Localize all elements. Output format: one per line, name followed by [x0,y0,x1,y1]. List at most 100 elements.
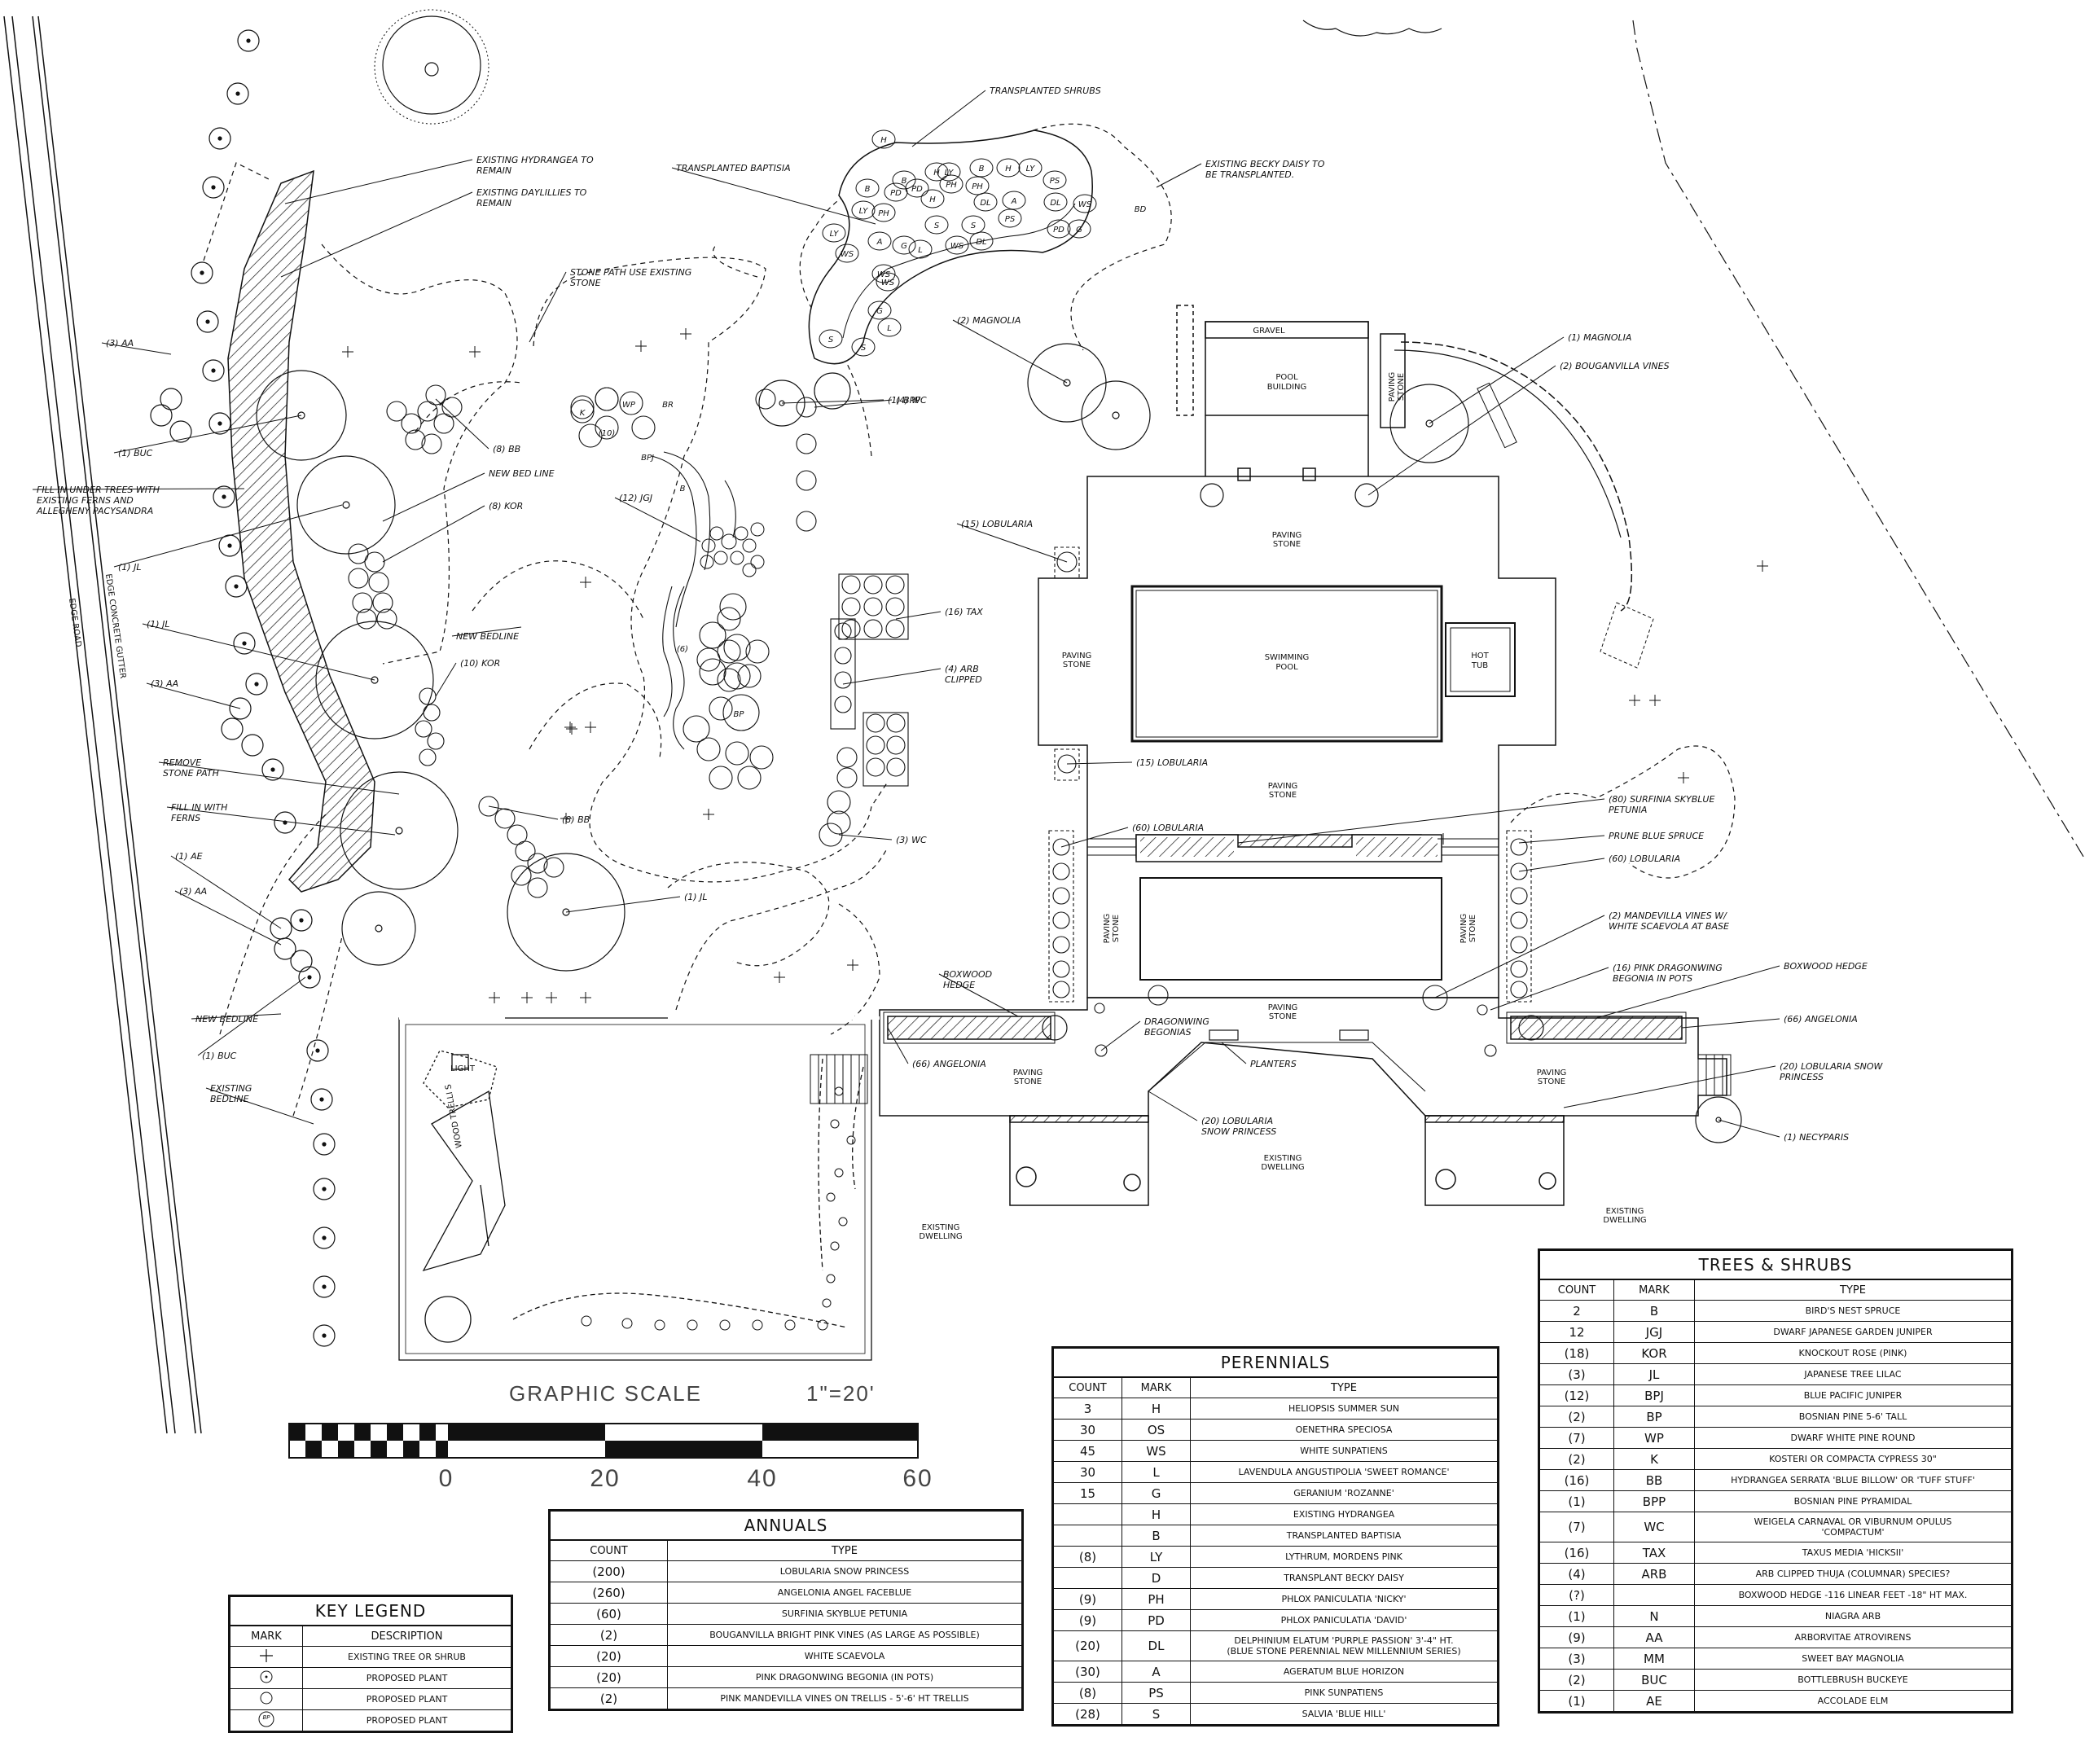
dot-circle-icon [258,1669,274,1687]
annuals-table: ANNUALS COUNT TYPE (200)LOBULARIA SNOW P… [548,1509,1024,1711]
leader-line-jgj [614,497,701,542]
trees-count-cell: (16) [1539,1469,1614,1491]
callout-jl2: (1) JL [147,619,169,630]
callout-aa1: (3) AA [106,338,134,349]
callout-newbed2: NEW BEDLINE [456,631,519,642]
perennials-title: PERENNIALS [1053,1348,1498,1378]
bed-mark: B [902,177,907,186]
trees-mark-cell: AA [1613,1626,1695,1648]
lower-pool-rect [1139,877,1442,981]
leader-line-hydrangea [284,159,473,204]
trees-header-count: COUNT [1539,1279,1614,1301]
bed-mark-outline [892,235,916,255]
bed-mark: PD [911,185,923,194]
bed-mark-outline [905,178,929,198]
plant-mark-bp: BP [734,710,745,719]
trees-type-cell: BOSNIAN PINE PYRAMIDAL [1694,1490,2012,1512]
perennials-mark-cell: OS [1122,1419,1191,1441]
bed-mark: WS [841,250,854,259]
callout-ae: (1) AE [175,851,203,862]
hatched-bed-left [887,1016,1051,1040]
bed-mark: H [1005,165,1012,173]
paving-stone-vert-1: PAVINGSTONE [1103,914,1121,944]
annuals-row: (2)PINK MANDEVILLA VINES ON TRELLIS - 5'… [550,1687,1022,1709]
trees-count-cell: (16) [1539,1542,1614,1564]
trees-header-mark: MARK [1613,1279,1695,1301]
bed-mark-outline [961,215,985,235]
leader-line-mandevilla [1434,915,1605,998]
trees-type-cell: BOTTLEBRUSH BUCKEYE [1694,1669,2012,1691]
trees-type-cell: ACCOLADE ELM [1694,1690,2012,1712]
plant-mark-bpj: BPJ [641,454,654,463]
callout-transbap: TRANSPLANTED BAPTISIA [676,163,791,173]
perennials-type-cell: TRANSPLANTED BAPTISIA [1190,1525,1498,1547]
callout-bb2: (8) BB [562,814,590,825]
bed-mark: L [887,324,892,333]
gravel-label: GRAVEL [1253,327,1285,336]
trees-mark-cell: ARB [1613,1563,1695,1585]
leader-line-bb1 [435,398,489,450]
trees-type-cell: BOSNIAN PINE 5-6' TALL [1694,1406,2012,1428]
bed-mark-outline [998,208,1022,228]
trees-mark-cell: AE [1613,1690,1695,1712]
trees-shrubs-title: TREES & SHRUBS [1539,1250,2012,1280]
leader-line-jl3 [565,896,681,913]
trees-mark-cell: JL [1613,1363,1695,1385]
bed-mark-outline [996,158,1021,178]
annuals-type-cell: PINK DRAGONWING BEGONIA (IN POTS) [667,1666,1022,1688]
perennials-type-cell: EXISTING HYDRANGEA [1190,1503,1498,1525]
leader-line-necy [1718,1119,1780,1138]
annuals-header-count: COUNT [550,1539,668,1561]
leader-line-tax [895,611,942,620]
annuals-header-type: TYPE [667,1539,1022,1561]
bed-mark: PH [946,181,957,190]
bed-mark: WS [881,279,895,287]
perennials-count-cell: (20) [1053,1630,1122,1661]
bed-mark: DL [1050,199,1060,208]
perennials-header-mark: MARK [1122,1376,1191,1398]
callout-mag1: (1) MAGNOLIA [1568,332,1631,343]
callout-lob60b: (60) LOBULARIA [1609,853,1680,864]
edge-road [3,15,202,1434]
plant-mark-k: K [580,409,586,418]
hot-tub [1445,622,1516,697]
perennials-mark-cell: S [1122,1703,1191,1725]
perennials-mark-cell: WS [1122,1440,1191,1462]
bed-mark: PS [1050,177,1060,186]
callout-newbedline: NEW BED LINE [489,468,555,479]
tree-column-left [150,29,336,1347]
bed-mark-outline [1018,158,1042,178]
legend-mark-cell [230,1667,303,1689]
leader-line-existbed [205,1087,314,1125]
bed-mark-outline [851,337,876,357]
leader-line-bb2 [488,805,559,820]
trees-type-cell: DWARF JAPANESE GARDEN JUNIPER [1694,1321,2012,1343]
perennials-count-cell: (9) [1053,1609,1122,1631]
leader-line-lob15b [1066,761,1133,765]
trees-type-cell: ARB CLIPPED THUJA (COLUMNAR) SPECIES? [1694,1563,2012,1585]
canopy-trees [256,15,1742,1143]
bed-mark-outline [819,329,843,349]
callout-jgj: (12) JGJ [619,493,652,503]
leader-line-surfinia [1237,798,1605,844]
paving-stone-vert-2: PAVINGSTONE [1460,914,1477,944]
perennials-header-type: TYPE [1190,1376,1498,1398]
perennials-count-cell: 15 [1053,1482,1122,1504]
callout-bb1: (8) BB [493,444,520,454]
leader-line-boxhedge2 [1596,965,1780,1019]
perennials-count-cell: 3 [1053,1398,1122,1420]
trees-count-cell: (1) [1539,1605,1614,1627]
callout-mag2: (2) MAGNOLIA [957,315,1021,326]
perennials-count-cell: 45 [1053,1440,1122,1462]
bed-mark: LY [830,230,840,239]
